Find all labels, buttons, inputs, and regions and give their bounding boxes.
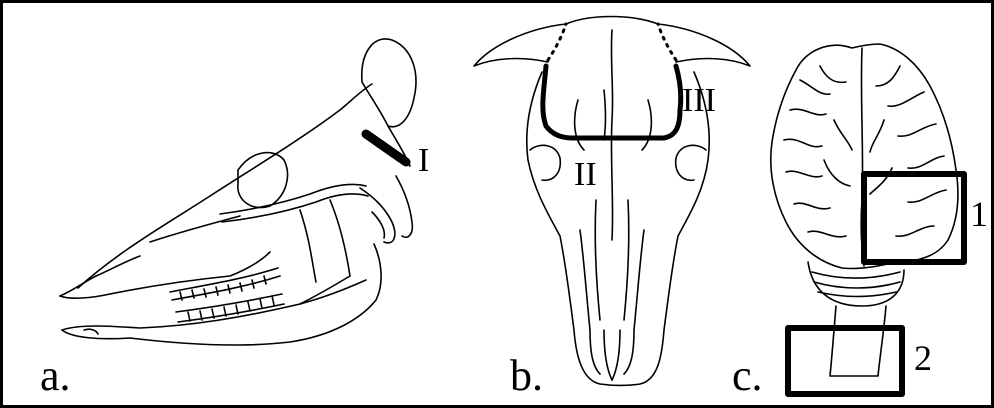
lateral-skull-drawing — [60, 39, 416, 345]
frontal-skull-drawing — [474, 17, 750, 386]
marker-1-label: 1 — [970, 196, 988, 232]
marker-ii-label: II — [574, 158, 597, 192]
marker-iii-label: III — [682, 84, 716, 118]
brain-drawing — [771, 44, 964, 394]
marker-2-label: 2 — [914, 340, 932, 376]
marker-i-label: I — [418, 144, 429, 178]
panel-a-label: a. — [40, 354, 71, 398]
panel-c-label: c. — [732, 354, 763, 398]
panel-b-label: b. — [510, 354, 543, 398]
